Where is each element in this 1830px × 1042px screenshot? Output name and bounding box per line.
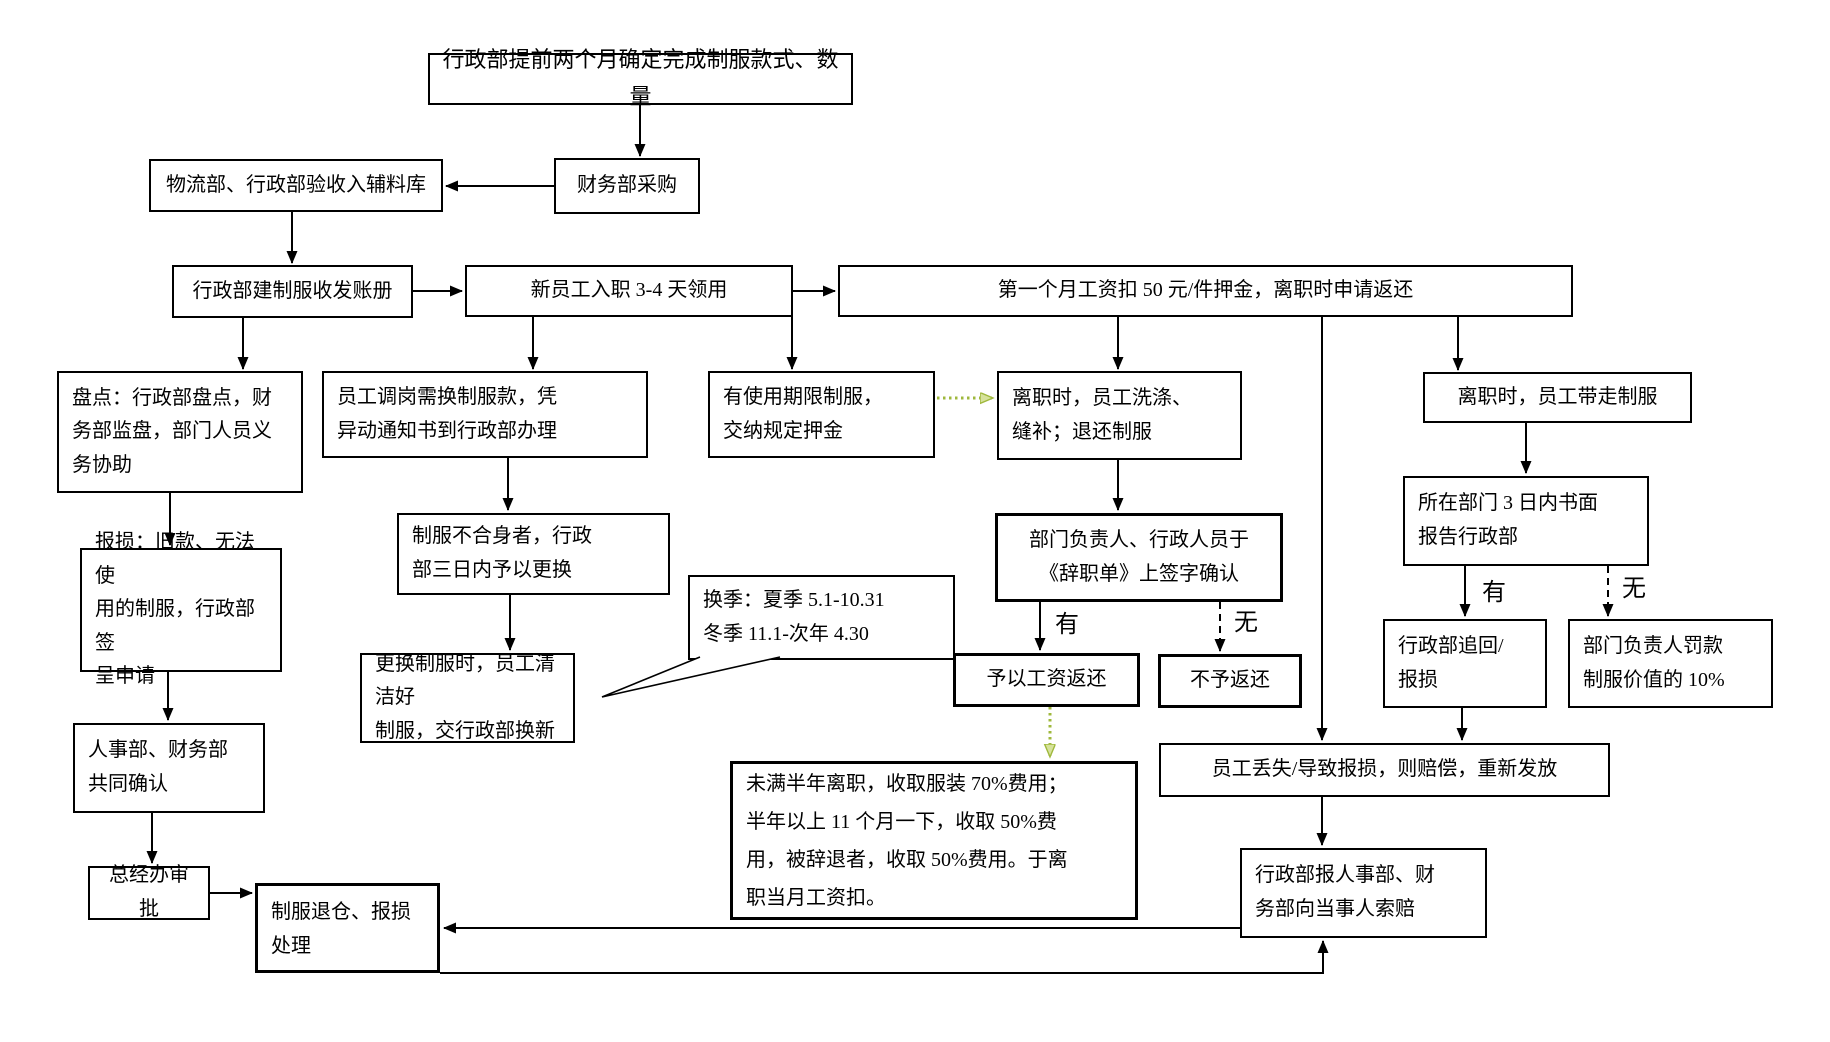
- node-admin-recover: 行政部追回/ 报损: [1383, 619, 1547, 708]
- node-return-warehouse: 制服退仓、报损处理: [255, 883, 440, 973]
- node-season-note-callout: 换季：夏季 5.1-10.31 冬季 11.1-次年 4.30: [688, 575, 955, 660]
- node-deposit-rule: 第一个月工资扣 50 元/件押金，离职时申请返还: [838, 265, 1573, 317]
- node-wage-return: 予以工资返还: [953, 653, 1140, 707]
- node-resign-wash: 离职时，员工洗涤、 缝补；退还制服: [997, 371, 1242, 460]
- branch-label-no-report: 无: [1622, 576, 1646, 602]
- node-sign-confirm: 部门负责人、行政人员于 《辞职单》上签字确认: [995, 513, 1283, 602]
- node-claim: 行政部报人事部、财 务部向当事人索赔: [1240, 848, 1487, 938]
- node-term-uniform: 有使用期限制服， 交纳规定押金: [708, 371, 935, 458]
- node-style-confirm: 行政部提前两个月确定完成制服款式、数量: [428, 47, 853, 109]
- node-gm-approve: 总经办审批: [88, 864, 210, 920]
- node-inventory: 盘点：行政部盘点，财 务部监盘，部门人员义 务协助: [57, 371, 303, 493]
- node-new-employee: 新员工入职 3-4 天领用: [465, 265, 793, 317]
- node-dept-fine: 部门负责人罚款 制服价值的 10%: [1568, 619, 1773, 708]
- node-admin-ledger: 行政部建制服收发账册: [172, 265, 413, 318]
- node-damage-report: 报损：旧款、无法使 用的制服，行政部签 呈申请: [80, 531, 282, 687]
- node-resign-take: 离职时，员工带走制服: [1423, 372, 1692, 423]
- branch-label-yes-report: 有: [1482, 580, 1506, 606]
- callout-tail: [601, 656, 781, 698]
- node-dept-report: 所在部门 3 日内书面 报告行政部: [1403, 476, 1649, 566]
- branch-label-no-sign: 无: [1234, 610, 1258, 636]
- branch-label-yes-sign: 有: [1055, 612, 1079, 638]
- node-lost-compensate: 员工丢失/导致报损，则赔偿，重新发放: [1159, 743, 1610, 797]
- node-transfer-exchange: 员工调岗需换制服款，凭 异动通知书到行政部办理: [322, 371, 648, 458]
- node-warehouse-inspect: 物流部、行政部验收入辅料库: [149, 159, 443, 212]
- node-unfit-replace: 制服不合身者，行政 部三日内予以更换: [397, 513, 670, 595]
- node-no-return: 不予返还: [1158, 654, 1302, 708]
- node-finance-purchase: 财务部采购: [554, 158, 700, 214]
- node-fee-rules: 未满半年离职，收取服装 70%费用； 半年以上 11 个月一下，收取 50%费 …: [730, 761, 1138, 920]
- node-replace-clean: 更换制服时，员工清洁好 制服，交行政部换新: [360, 653, 575, 743]
- node-hr-finance-confirm: 人事部、财务部 共同确认: [73, 723, 265, 813]
